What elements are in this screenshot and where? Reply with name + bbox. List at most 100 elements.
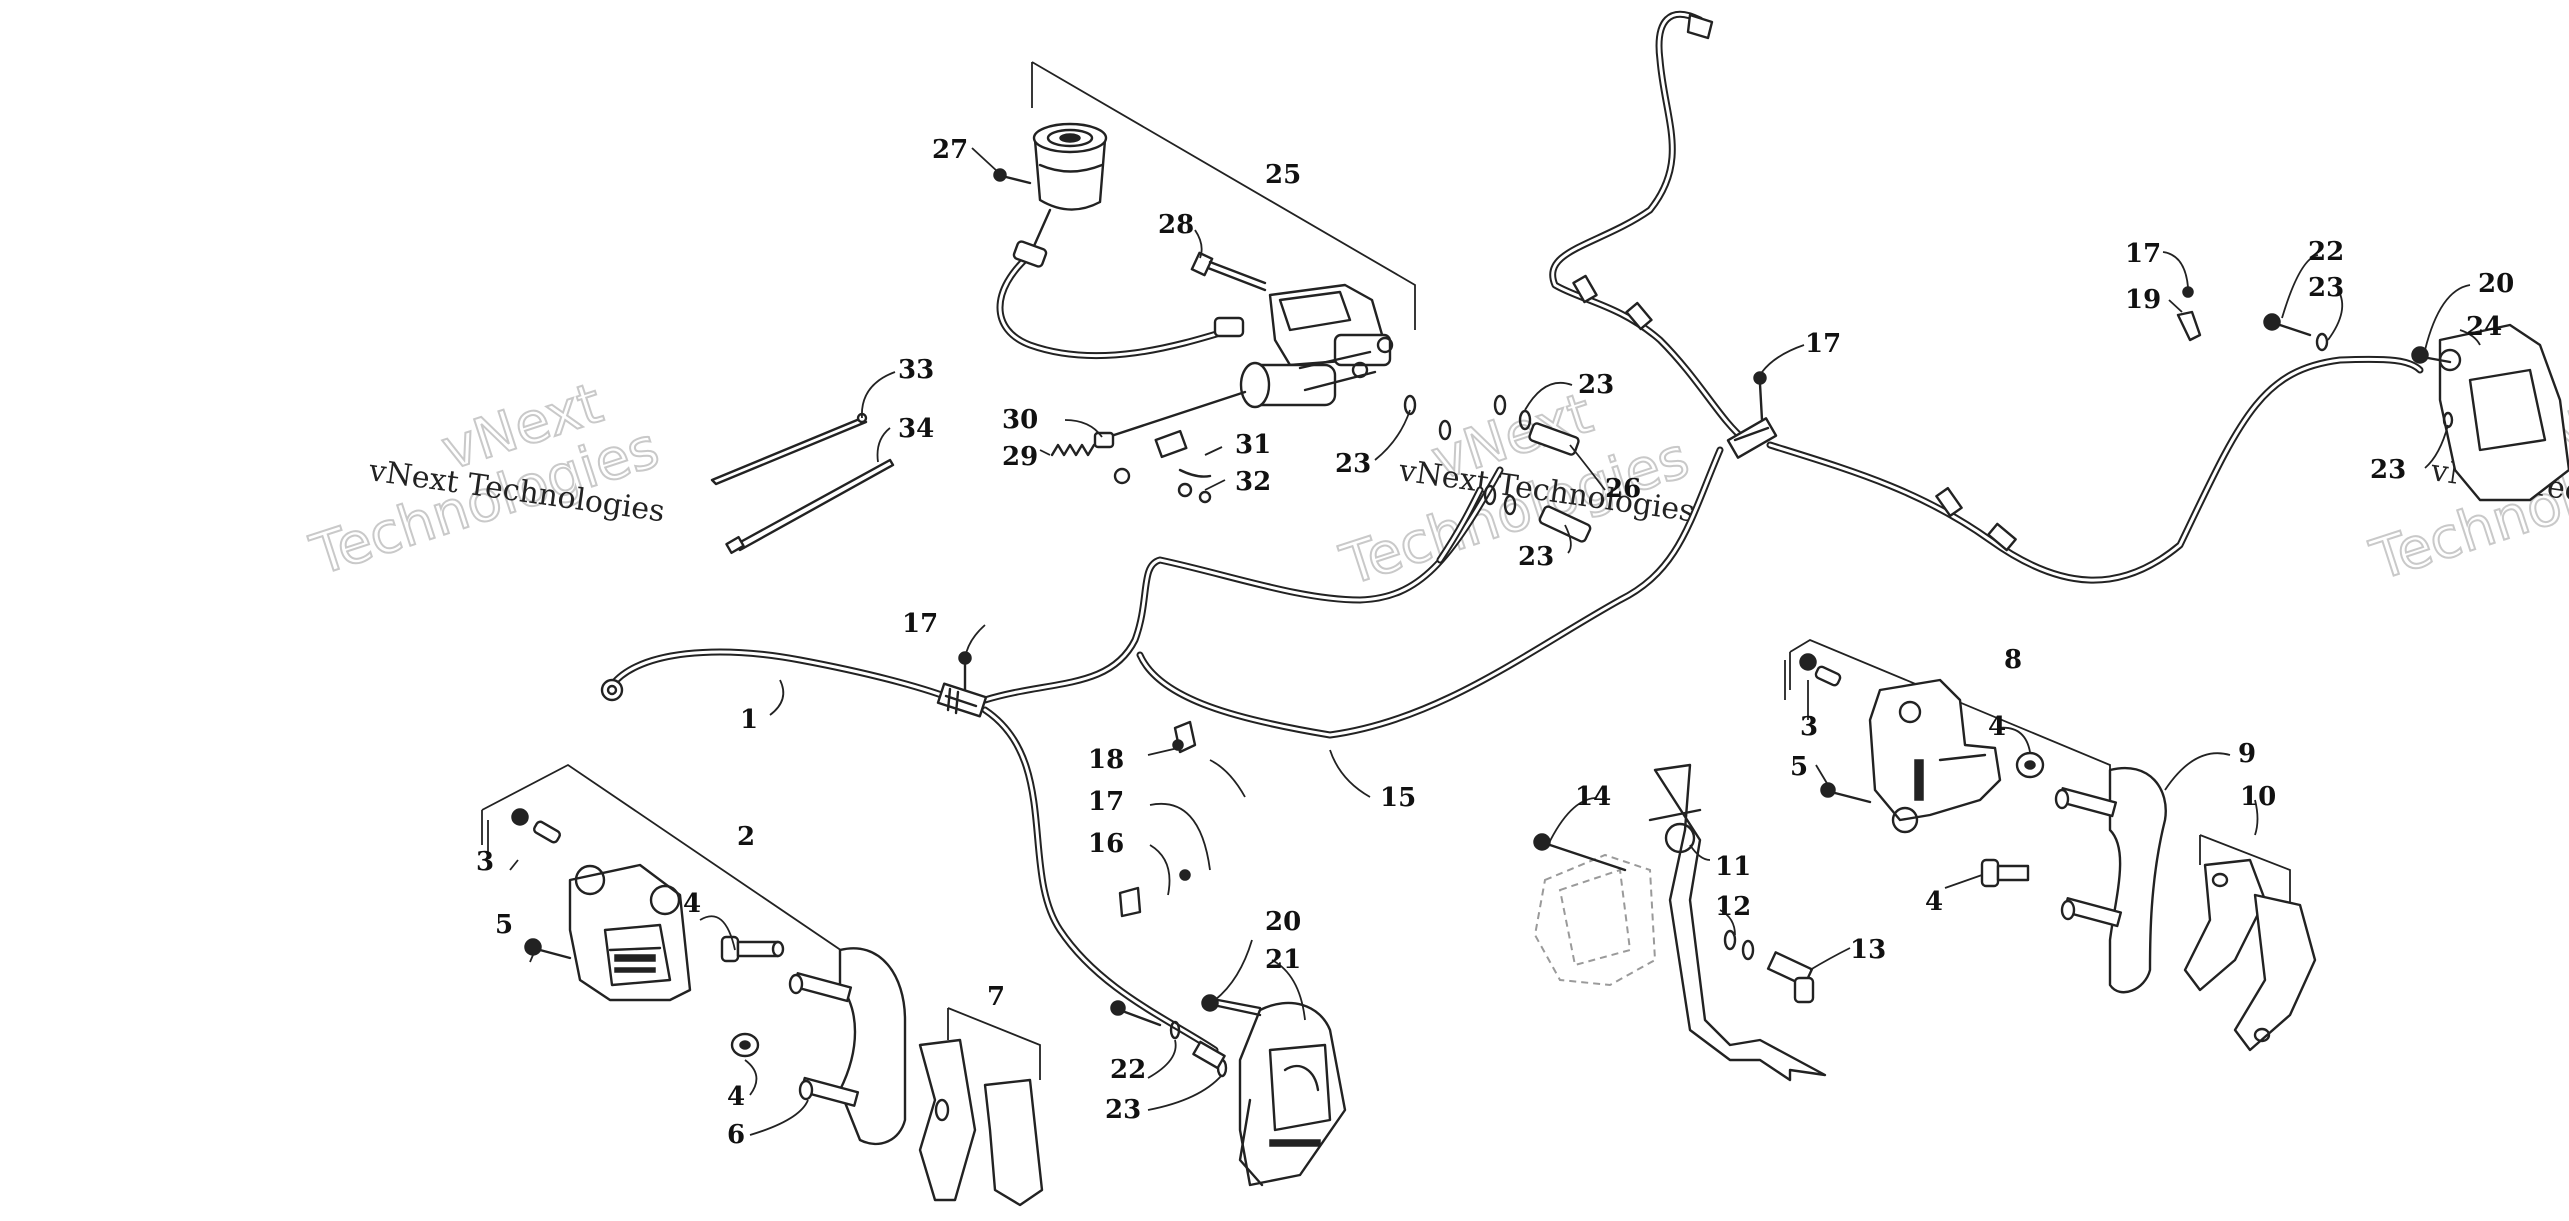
callout-21: 21: [1265, 945, 1301, 975]
callout-18: 18: [1088, 745, 1124, 775]
callout-33: 33: [898, 355, 934, 385]
callout-13: 13: [1850, 935, 1886, 965]
callout-31: 31: [1235, 430, 1271, 460]
caliper-pin-front-left: [720, 935, 785, 963]
brake-line-rear-right: [1766, 355, 2424, 584]
callout-6: 6: [727, 1120, 745, 1150]
callout-12: 12: [1715, 892, 1751, 922]
front-left-caliper-assembly: [481, 763, 1044, 1207]
front-tee-fitting: [936, 682, 988, 718]
callout-23-rear-bottom: 23: [2370, 455, 2406, 485]
line-1-banjo: [600, 678, 624, 702]
brake-line-upper-loop: [981, 466, 1504, 704]
pedal-washers-12: [1723, 929, 1755, 961]
bracket-25: [1031, 61, 1416, 330]
front-right-caliper-body: [1238, 1001, 1347, 1187]
banjo-bolt-front-right: [1110, 1000, 1228, 1078]
rear-caliper-bracket: [2054, 767, 2167, 994]
master-cylinder-assembly: [993, 61, 1592, 564]
callout-28: 28: [1158, 210, 1194, 240]
callout-3-rear: 3: [1800, 712, 1818, 742]
callout-25: 25: [1265, 160, 1301, 190]
callout-2: 2: [737, 822, 755, 852]
callout-17-rear: 17: [1805, 329, 1841, 359]
callout-20-front: 20: [1265, 907, 1301, 937]
banjo-fittings: [1403, 394, 1592, 564]
pushrod-assembly: [1093, 390, 1247, 504]
caliper-bolt-front-left: [524, 938, 572, 960]
pedal-bolt-14: [1533, 833, 1627, 872]
callout-4-front-spacer: 4: [727, 1082, 745, 1112]
rear-caliper-bolt: [1820, 782, 1872, 804]
callout-23-front: 23: [1105, 1095, 1141, 1125]
front-left-caliper-body: [568, 863, 692, 1002]
bleeder-valve-rear: [1799, 653, 1842, 687]
callout-32: 32: [1235, 467, 1271, 497]
pedal-mount-ghost: [1533, 853, 1657, 987]
watermark-left: vNext Technologies vNext Technologies: [302, 370, 667, 590]
callout-3-front: 3: [476, 847, 494, 877]
clip-16: [1118, 869, 1191, 918]
brake-pads-front-left: [918, 1038, 1044, 1207]
callout-26: 26: [1605, 474, 1641, 504]
small-clips: [958, 371, 1767, 918]
rear-right-banjo: [2263, 313, 2454, 429]
bracket-10: [2199, 834, 2291, 905]
callout-22-front: 22: [1110, 1055, 1146, 1085]
hose-clip-19: [2176, 286, 2202, 342]
rear-tee-fitting: [1726, 417, 1778, 459]
clip-18: [1172, 720, 1197, 754]
callout-1: 1: [740, 705, 758, 735]
callout-11: 11: [1715, 852, 1751, 882]
bleeder-valve-front-left: [511, 808, 561, 844]
callout-23-mc-bottom: 23: [1518, 542, 1554, 572]
brake-lines: [600, 10, 2424, 1054]
watermark-center: vNext Technologies vNext Technologies: [1332, 380, 1697, 600]
pedal-pivot-bolt-13: [1766, 951, 1815, 1004]
reservoir-screw: [993, 168, 1032, 185]
callout-20-rear: 20: [2478, 269, 2514, 299]
front-right-caliper-assembly: [1110, 994, 1347, 1187]
brake-pedal-arm: [1648, 763, 1827, 1082]
callout-23-mc-top: 23: [1578, 370, 1614, 400]
clip-17-rear: [1753, 371, 1767, 422]
rear-right-caliper-body: [2438, 323, 2569, 502]
callout-15: 15: [1380, 783, 1416, 813]
brake-pads-rear: [2183, 858, 2317, 1052]
caliper-bolt-front-right: [1201, 994, 1262, 1017]
rear-right-caliper-bolt: [2411, 346, 2452, 364]
callout-10: 10: [2240, 782, 2276, 812]
return-spring: [1050, 443, 1096, 457]
callout-4-rear-pin: 4: [1925, 887, 1943, 917]
callout-9: 9: [2238, 739, 2256, 769]
callout-17-top: 17: [2125, 239, 2161, 269]
callout-8: 8: [2004, 645, 2022, 675]
callout-17-mid: 17: [1088, 787, 1124, 817]
rear-caliper-pin: [1980, 858, 2030, 888]
callout-19: 19: [2125, 285, 2161, 315]
callout-14: 14: [1575, 782, 1611, 812]
callout-16: 16: [1088, 829, 1124, 859]
top-line-fitting: [1686, 13, 1714, 40]
cable-ties: [710, 412, 895, 555]
callout-7: 7: [987, 982, 1005, 1012]
callout-34: 34: [898, 414, 934, 444]
rear-caliper-body: [1868, 678, 2002, 834]
spacer-front-left: [730, 1032, 760, 1058]
callout-4-front-pin: 4: [683, 889, 701, 919]
rear-caliper-assembly: [1784, 638, 2317, 1052]
callout-labels: 1 2 3 4 5 4 6 7 17 18 17 16 20 21 22 23 …: [476, 135, 2514, 1150]
rear-right-caliper-assembly: [2176, 286, 2569, 502]
mounting-bolt-28: [1190, 251, 1267, 292]
caliper-bracket-front-left: [788, 947, 907, 1146]
callout-24: 24: [2466, 312, 2502, 342]
callout-17-front: 17: [902, 609, 938, 639]
brake-pedal-assembly: [1533, 763, 1827, 1082]
callout-4-rear-spacer: 4: [1988, 712, 2006, 742]
callout-5-front: 5: [495, 910, 513, 940]
callout-5-rear: 5: [1790, 752, 1808, 782]
callout-29: 29: [1002, 442, 1038, 472]
master-cylinder-body: [1239, 283, 1394, 409]
leader-lines: [509, 147, 2481, 1136]
